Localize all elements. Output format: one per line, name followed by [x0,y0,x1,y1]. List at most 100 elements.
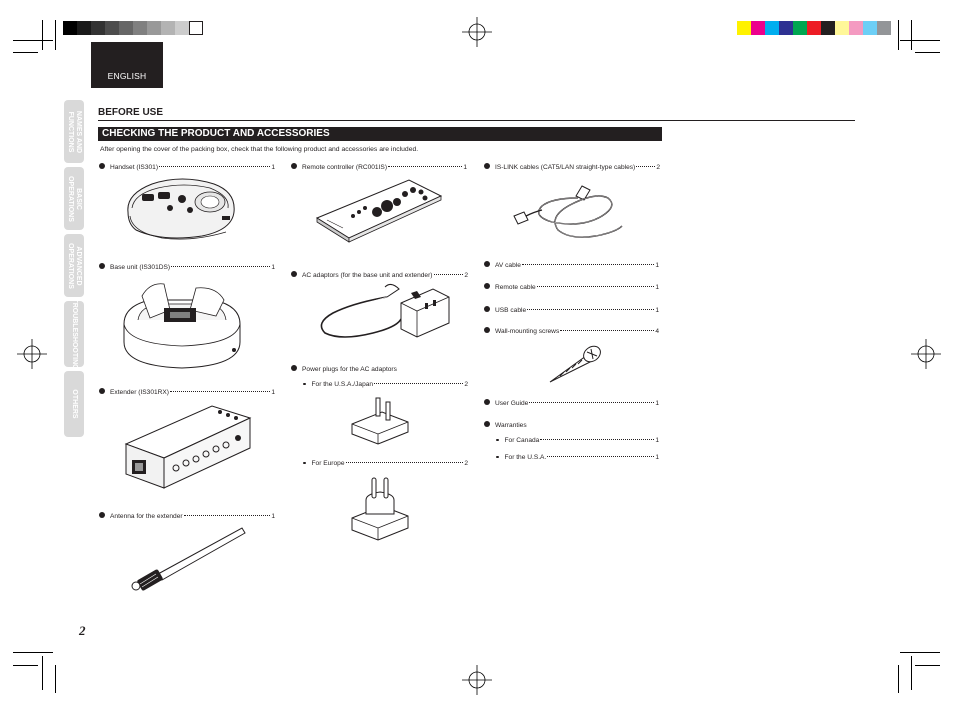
eu-plug-illustration [351,477,409,541]
list-item-ac-adaptors: AC adaptors (for the base unit and exten… [291,271,468,279]
gray-swatch [175,21,189,35]
color-swatch [737,21,751,35]
item-label: Antenna for the extender [110,513,183,520]
gray-swatch [91,21,105,35]
side-tab-label: BASIC OPERATIONS [67,175,82,222]
color-swatch [793,21,807,35]
dot-leader [527,309,655,310]
bullet-icon [291,271,297,277]
handset-illustration [127,178,235,240]
side-tab-label: OTHERS [71,389,78,419]
list-item-usb-cable: USB cable 1 [484,306,659,314]
side-tab-troubleshooting[interactable]: TROUBLESHOOTING [64,298,84,370]
antenna-illustration [131,527,246,591]
bullet-icon [291,163,297,169]
dot-leader [159,166,271,167]
bullet-icon [484,421,490,427]
bullet-icon [99,388,105,394]
side-tab-advanced-operations[interactable]: ADVANCED OPERATIONS [64,234,84,297]
item-label: Base unit (IS301DS) [110,264,171,271]
bullet-icon [99,512,105,518]
item-qty: 2 [464,381,468,388]
dot-leader [529,402,655,403]
color-swatch [863,21,877,35]
item-label: For the U.S.A. [504,454,547,461]
item-label: Extender (IS301RX) [110,389,170,396]
item-label: Warranties [495,422,527,429]
bullet-icon [484,261,490,267]
item-label: For the U.S.A./Japan [311,381,374,388]
side-tab-others[interactable]: OTHERS [64,371,84,437]
list-item-power-plugs: Power plugs for the AC adaptors [291,365,467,373]
sub-bullet-icon [303,461,306,464]
item-qty: 1 [655,307,659,314]
item-qty: 1 [655,400,659,407]
us-plug-illustration [351,397,409,445]
side-tab-label: ADVANCED OPERATIONS [67,242,82,289]
dot-leader [560,330,655,331]
side-tab-names-and-functions[interactable]: NAMES AND FUNCTIONS [64,100,84,163]
screw-illustration [549,345,601,383]
item-label: Remote cable [495,284,536,291]
item-label: Wall-mounting screws [495,328,560,335]
list-item-remote-cable: Remote cable 1 [484,283,659,291]
item-label: Handset (IS301) [110,164,159,171]
list-item-plug-europe: For Europe 2 [291,460,468,467]
item-qty: 1 [463,164,467,171]
sub-bullet-icon [496,455,499,458]
color-swatch [877,21,891,35]
dot-leader [636,166,656,167]
gray-swatch [77,21,91,35]
bullet-icon [99,163,105,169]
item-label: AC adaptors (for the base unit and exten… [302,272,433,279]
dot-leader [388,166,463,167]
language-tab: ENGLISH [91,42,163,88]
list-item-plug-usa-japan: For the U.S.A./Japan 2 [291,381,468,388]
gray-swatch [119,21,133,35]
color-swatch [849,21,863,35]
intro-text: After opening the cover of the packing b… [100,146,419,153]
item-qty: 1 [271,513,275,520]
item-qty: 1 [271,264,275,271]
list-item-remote-controller: Remote controller (RC001IS) 1 [291,163,467,171]
item-label: User Guide [495,400,529,407]
gray-swatch [63,21,77,35]
item-label: Power plugs for the AC adaptors [302,366,397,373]
item-qty: 4 [655,328,659,335]
extender-illustration [124,405,252,489]
is-link-cable-illustration [513,185,623,238]
color-swatch [765,21,779,35]
side-tab-basic-operations[interactable]: BASIC OPERATIONS [64,167,84,230]
list-item-extender: Extender (IS301RX) 1 [99,388,275,396]
item-label: IS-LINK cables (CAT5/LAN straight-type c… [495,164,636,171]
gray-swatch [147,21,161,35]
list-item-warranty-usa: For the U.S.A. 1 [484,454,659,461]
dot-leader [171,266,271,267]
dot-leader [433,274,464,275]
item-qty: 2 [464,272,468,279]
item-qty: 1 [655,262,659,269]
item-qty: 2 [656,164,660,171]
side-tab-label: NAMES AND FUNCTIONS [67,110,82,153]
item-qty: 1 [655,284,659,291]
dot-leader [536,286,655,287]
list-item-wall-mounting-screws: Wall-mounting screws 4 [484,327,659,335]
sub-bullet-icon [496,438,499,441]
item-qty: 2 [464,460,468,467]
bullet-icon [291,365,297,371]
color-swatch [751,21,765,35]
item-qty: 1 [655,437,659,444]
list-item-warranties: Warranties [484,421,659,429]
dot-leader [521,264,655,265]
list-item-is-link-cables: IS-LINK cables (CAT5/LAN straight-type c… [484,163,660,171]
bullet-icon [99,263,105,269]
subsection-title: CHECKING THE PRODUCT AND ACCESSORIES [102,128,330,139]
registration-target-right [911,339,941,369]
color-swatch [835,21,849,35]
gray-swatch [133,21,147,35]
bullet-icon [484,327,490,333]
list-item-user-guide: User Guide 1 [484,399,659,407]
registration-target-top [462,17,492,47]
dot-leader [183,515,271,516]
item-label: For Canada [504,437,540,444]
